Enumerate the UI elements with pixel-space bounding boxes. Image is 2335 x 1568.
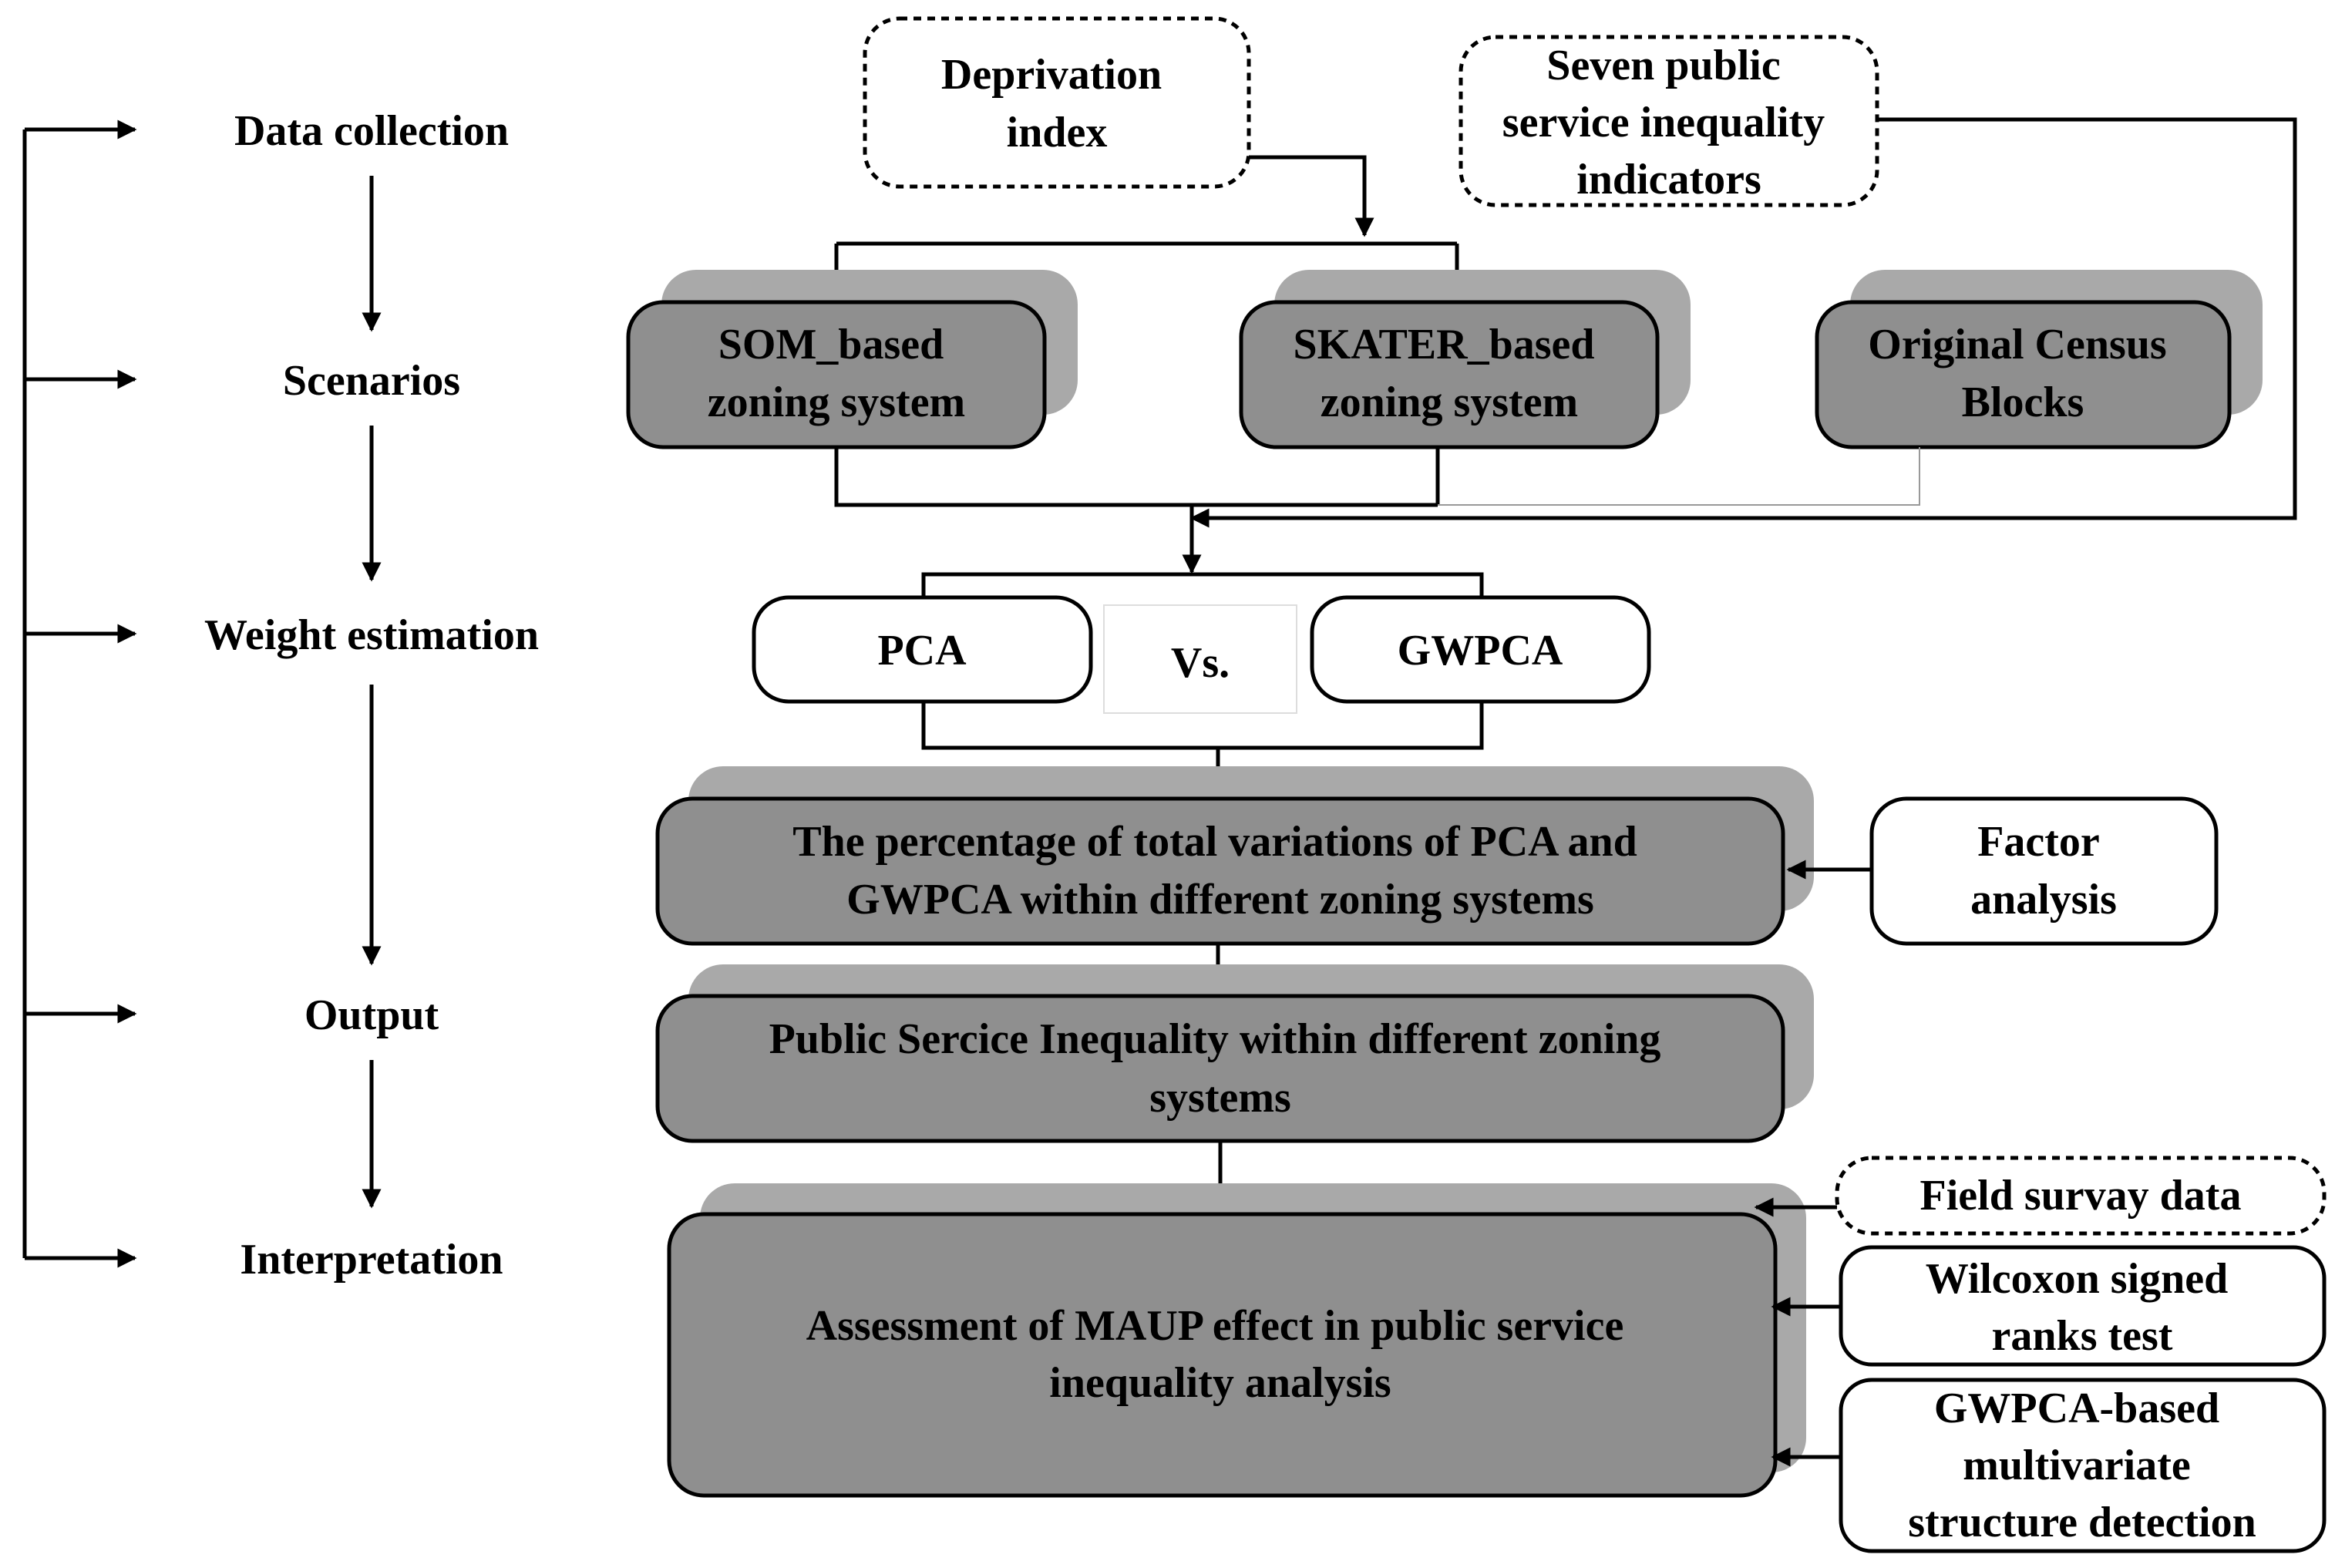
indicators-line-1: Seven public — [1546, 42, 1780, 89]
deprivation-index-box: Deprivation index — [863, 16, 1251, 189]
indicators-line-3: indicators — [1576, 156, 1761, 204]
field-survey-box: Field survay data — [1835, 1156, 2327, 1236]
connector-census-down — [1438, 447, 1920, 506]
gwpca-structure-line-3: structure detection — [1908, 1499, 2256, 1546]
census-line-2: Blocks — [1962, 379, 2084, 426]
connector-som-down — [834, 447, 1438, 507]
stage-column: Data collection Scenarios Weight estimat… — [22, 107, 539, 1284]
bracket-weights-bottom — [921, 702, 1484, 750]
connector-indicators-to-weights — [1189, 117, 2297, 528]
svg-text:GWPCA-based multivariate: GWPCA-based multivariate structure detec… — [1908, 1385, 2256, 1546]
stage-output: Output — [304, 991, 439, 1039]
stage-scenarios: Scenarios — [283, 357, 460, 405]
skater-line-1: SKATER_based — [1293, 321, 1594, 368]
svg-text:Seven public service ine: Seven public service inequality indicato… — [1502, 42, 1835, 204]
svg-text:Original Census Blocks: Original Census Blocks — [1868, 321, 2177, 426]
svg-text:SOM_based zoning system: SOM_based zoning system — [708, 321, 965, 426]
vs-box: Vs. — [1103, 604, 1297, 714]
gwpca-structure-box: GWPCA-based multivariate structure detec… — [1839, 1378, 2327, 1553]
pca-label: PCA — [877, 627, 967, 675]
svg-text:Public Sercice Inequality with: Public Sercice Inequality within differe… — [769, 1015, 1672, 1122]
stage-interpretation: Interpretation — [240, 1236, 503, 1284]
factor-line-1: Factor — [1977, 818, 2099, 866]
wilcoxon-line-2: ranks test — [1992, 1312, 2173, 1360]
som-line-1: SOM_based — [718, 321, 944, 368]
deprivation-line-1: Deprivation — [941, 51, 1162, 99]
deprivation-line-2: index — [1007, 109, 1108, 156]
svg-text:Wilcoxon signed ranks te: Wilcoxon signed ranks test — [1926, 1255, 2239, 1360]
assessment-line-2: inequality analysis — [1049, 1359, 1391, 1407]
svg-text:Factor analysis: Factor analysis — [1970, 818, 2117, 924]
field-survey-label: Field survay data — [1920, 1172, 2242, 1220]
stage-data-collection: Data collection — [234, 107, 509, 155]
indicators-line-2: service inequality — [1502, 99, 1825, 146]
assessment-line-1: Assessment of MAUP effect in public serv… — [806, 1302, 1624, 1350]
gwpca-box: GWPCA — [1310, 595, 1651, 704]
variation-line-2: GWPCA within different zoning systems — [846, 876, 1594, 924]
wilcoxon-line-1: Wilcoxon signed — [1926, 1255, 2229, 1303]
som-zoning-box: SOM_based zoning system — [626, 270, 1078, 449]
census-blocks-box: Original Census Blocks — [1815, 270, 2263, 449]
wilcoxon-box: Wilcoxon signed ranks test — [1839, 1245, 2327, 1367]
connector-deprivation-down — [1249, 155, 1374, 237]
bracket-weights-top — [921, 572, 1484, 597]
skater-line-2: zoning system — [1321, 379, 1578, 426]
variation-box: The percentage of total variations of PC… — [655, 766, 1814, 946]
assessment-box: Assessment of MAUP effect in public serv… — [667, 1183, 1806, 1498]
inequality-line-1: Public Sercice Inequality within differe… — [769, 1015, 1661, 1063]
factor-analysis-box: Factor analysis — [1869, 796, 2219, 946]
stage-weight-estimation: Weight estimation — [204, 611, 539, 659]
gwpca-label: GWPCA — [1398, 627, 1563, 675]
svg-text:Assessment of MAUP effect in p: Assessment of MAUP effect in public serv… — [806, 1302, 1635, 1407]
inequality-indicators-box: Seven public service inequality indicato… — [1459, 35, 1879, 207]
census-line-1: Original Census — [1868, 321, 2166, 368]
svg-text:SKATER_based zoning syst: SKATER_based zoning system — [1293, 321, 1605, 426]
pca-box: PCA — [752, 595, 1093, 704]
factor-line-2: analysis — [1970, 876, 2117, 924]
svg-text:Deprivation index: Deprivation index — [941, 51, 1173, 156]
variation-line-1: The percentage of total variations of PC… — [792, 818, 1637, 866]
som-line-2: zoning system — [708, 379, 965, 426]
inequality-line-2: systems — [1149, 1074, 1291, 1122]
vs-label: Vs. — [1171, 639, 1230, 687]
gwpca-structure-line-2: multivariate — [1963, 1442, 2190, 1489]
svg-text:The percentage of total variat: The percentage of total variations of PC… — [792, 818, 1648, 924]
inequality-output-box: Public Sercice Inequality within differe… — [655, 964, 1814, 1143]
gwpca-structure-line-1: GWPCA-based — [1934, 1385, 2219, 1432]
skater-zoning-box: SKATER_based zoning system — [1239, 270, 1691, 449]
